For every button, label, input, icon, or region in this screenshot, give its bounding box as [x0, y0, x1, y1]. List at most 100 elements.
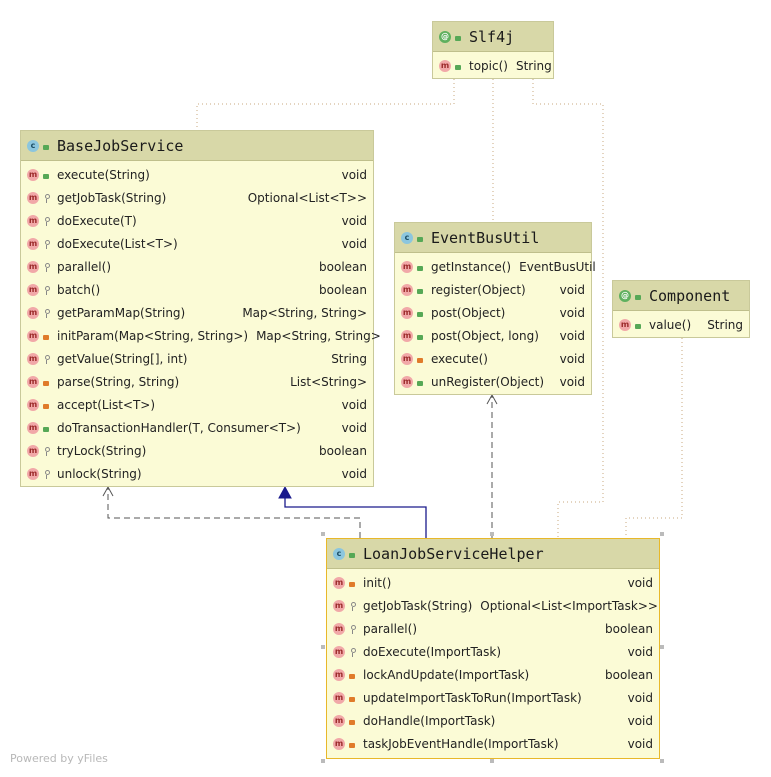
member-signature: execute(): [431, 351, 488, 366]
public-icon: [417, 308, 425, 318]
member-signature: getJobTask(String): [57, 190, 167, 205]
method-icon: m: [333, 714, 345, 727]
package-icon: [43, 308, 51, 318]
member-return-type: void: [341, 420, 367, 435]
member-signature: topic(): [469, 58, 508, 73]
method-icon: m: [27, 467, 39, 480]
loanjobservicehelper-header: c LoanJobServiceHelper: [327, 539, 659, 569]
method-icon: m: [27, 283, 39, 296]
method-icon: m: [27, 260, 39, 273]
package-icon: [43, 193, 51, 203]
method-icon: m: [401, 375, 413, 388]
package-icon: [43, 216, 51, 226]
method-icon: m: [27, 214, 39, 227]
member-return-type: void: [559, 374, 585, 389]
method-icon: m: [27, 329, 39, 342]
private-lock-icon: [43, 400, 51, 410]
member-signature: register(Object): [431, 282, 526, 297]
method-icon: m: [27, 191, 39, 204]
member-signature: unRegister(Object): [431, 374, 545, 389]
member-return-type: void: [627, 644, 653, 659]
method-icon: m: [27, 237, 39, 250]
member-signature: doExecute(ImportTask): [363, 644, 502, 659]
private-lock-icon: [349, 578, 357, 588]
package-icon: [43, 446, 51, 456]
member-row[interactable]: m unRegister(Object) void: [395, 370, 591, 393]
package-icon: [43, 354, 51, 364]
member-signature: post(Object, long): [431, 328, 539, 343]
class-icon: c: [401, 231, 413, 244]
method-icon: m: [333, 599, 345, 612]
eventbusutil-name: EventBusUtil: [431, 228, 540, 247]
dependency-arrowhead-eventbus: [486, 393, 498, 405]
member-return-type: String: [515, 58, 552, 73]
component-to-helper-edge: [625, 338, 683, 538]
member-return-type: void: [341, 167, 367, 182]
member-signature: doHandle(ImportTask): [363, 713, 496, 728]
method-icon: m: [27, 421, 39, 434]
member-signature: post(Object): [431, 305, 506, 320]
member-return-type: EventBusUtil: [519, 259, 596, 274]
slf4j-to-helper-edge: [532, 79, 604, 538]
member-return-type: String: [331, 351, 367, 366]
private-lock-icon: [349, 739, 357, 749]
public-icon: [43, 141, 51, 151]
private-lock-icon: [349, 693, 357, 703]
member-signature: taskJobEventHandle(ImportTask): [363, 736, 559, 751]
package-icon: [349, 624, 357, 634]
helper-depends-basejobservice-edge: [107, 488, 361, 538]
member-return-type: void: [341, 213, 367, 228]
method-icon: m: [27, 352, 39, 365]
method-icon: m: [333, 622, 345, 635]
public-icon: [349, 549, 357, 559]
member-return-type: void: [341, 466, 367, 481]
method-icon: m: [619, 318, 631, 331]
annotation-icon: @: [439, 30, 451, 43]
method-icon: m: [401, 329, 413, 342]
member-return-type: void: [341, 397, 367, 412]
member-return-type: void: [627, 575, 653, 590]
public-icon: [635, 291, 643, 301]
selection-handles: [321, 532, 664, 763]
member-return-type: Map<String, String>: [256, 328, 381, 343]
method-icon: m: [333, 576, 345, 589]
eventbusutil-header: c EventBusUtil: [395, 223, 591, 253]
member-return-type: void: [559, 351, 585, 366]
helper-extends-basejobservice-edge: [284, 497, 427, 538]
private-lock-icon: [43, 331, 51, 341]
